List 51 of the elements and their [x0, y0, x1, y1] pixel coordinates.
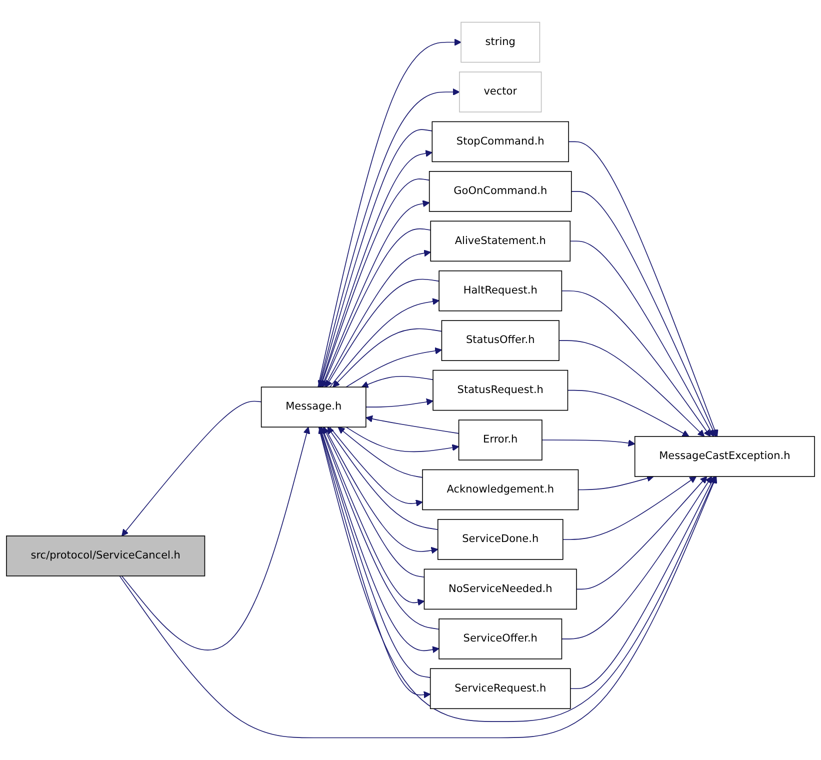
arrow [366, 398, 434, 408]
arrow [576, 476, 708, 590]
arrow [570, 240, 714, 437]
arrow [361, 376, 434, 388]
node-box: string [460, 22, 540, 63]
arrow [562, 476, 697, 540]
arrow [570, 476, 715, 690]
arrow [558, 340, 705, 437]
node-box: ServiceDone.h [437, 519, 564, 560]
node-box: GoOnCommand.h [428, 171, 572, 212]
arrow [332, 328, 442, 388]
arrow [346, 426, 460, 452]
node-box: ServiceOffer.h [438, 618, 562, 660]
arrow [568, 141, 718, 437]
arrow [325, 278, 440, 388]
arrow [327, 426, 438, 530]
node-box: Acknowledgement.h [422, 469, 579, 510]
arrow [329, 426, 423, 507]
arrow [338, 426, 423, 478]
arrow [122, 400, 262, 536]
arrow [318, 426, 716, 722]
arrow [318, 38, 462, 388]
arrow [561, 476, 712, 640]
arrow [119, 476, 718, 738]
arrow [322, 426, 425, 578]
node-box: src/protocol/ServiceCancel.h [6, 536, 206, 576]
node-box: Message.h [260, 386, 366, 428]
arrow [366, 415, 460, 434]
arrow [324, 250, 431, 388]
arrow [567, 390, 690, 437]
node-box: StatusRequest.h [432, 370, 568, 411]
node-box: ServiceRequest.h [430, 668, 571, 710]
node-box: HaltRequest.h [438, 270, 562, 312]
arrow [121, 426, 310, 650]
arrow [322, 228, 432, 388]
arrow [571, 191, 716, 437]
arrow [346, 347, 442, 388]
node-box: StopCommand.h [432, 121, 569, 162]
arrow [318, 88, 460, 388]
node-box: Error.h [458, 420, 542, 460]
arrow [561, 290, 711, 437]
node-box: AliveStatement.h [430, 220, 571, 262]
arrow [542, 440, 636, 447]
node-box: StatusOffer.h [441, 320, 560, 361]
arrow [329, 298, 440, 388]
arrow [578, 474, 654, 490]
node-box: NoServiceNeeded.h [424, 568, 577, 610]
node-box: vector [459, 72, 542, 112]
node-box: MessageCastException.h [634, 436, 815, 477]
arrow [324, 426, 438, 554]
arrow [321, 426, 425, 606]
